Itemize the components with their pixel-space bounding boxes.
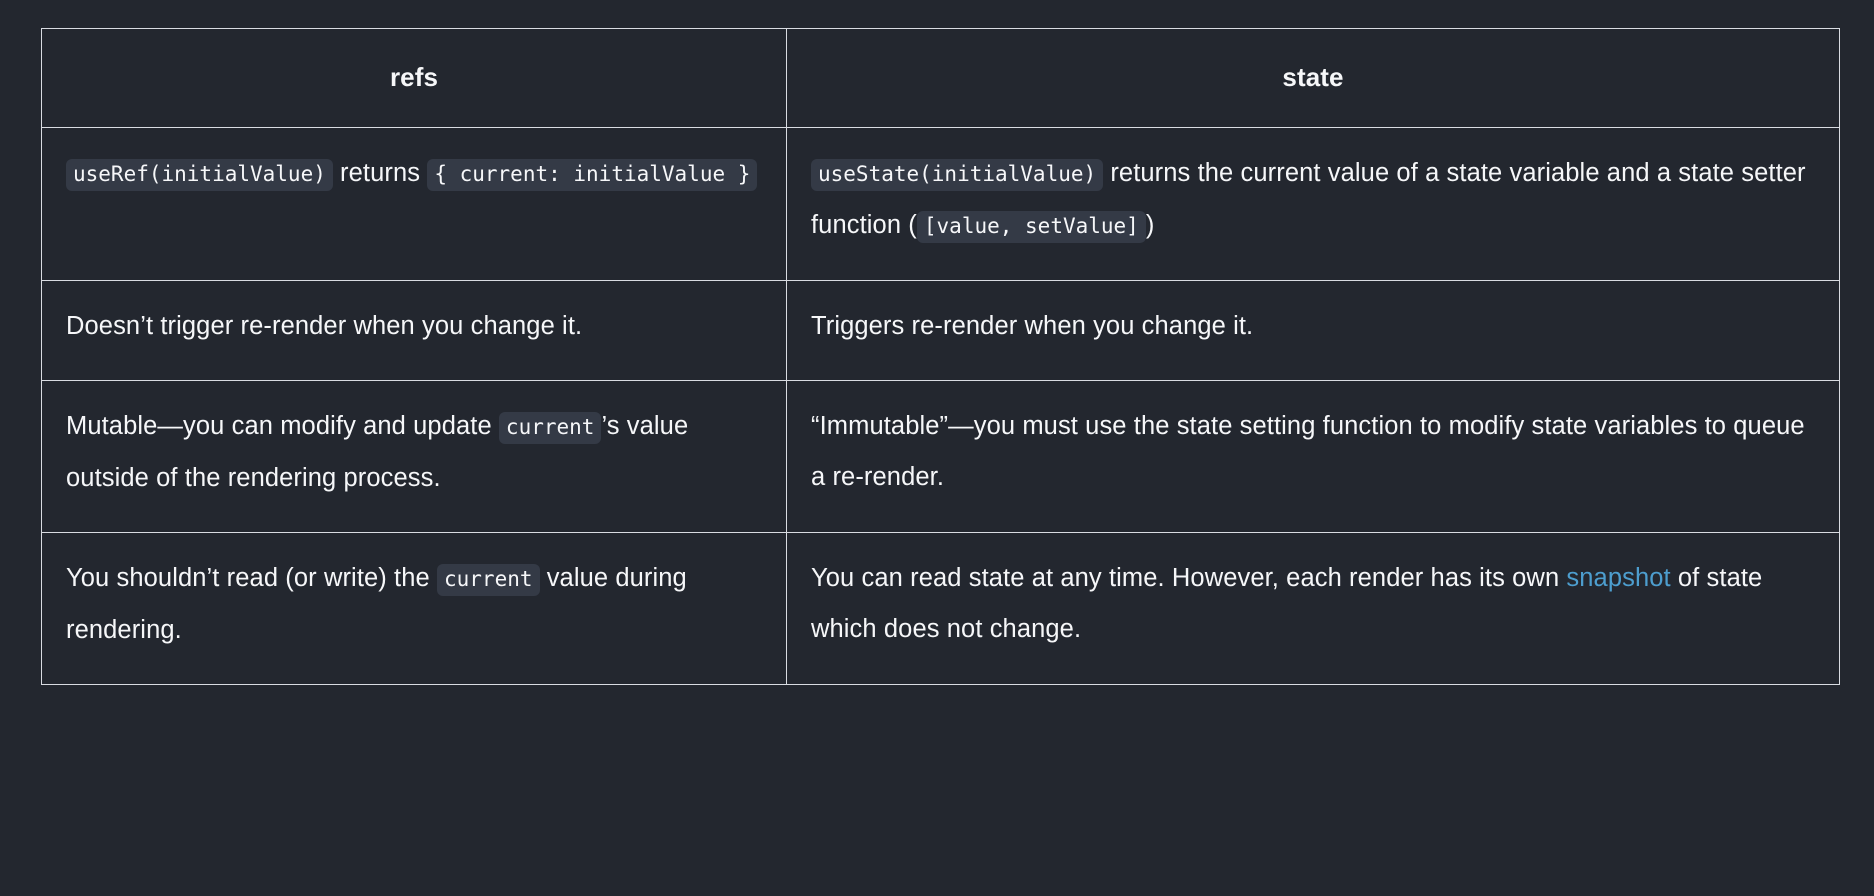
cell-refs-signature: useRef(initialValue) returns { current: … bbox=[41, 127, 787, 281]
table-body: useRef(initialValue) returns { current: … bbox=[41, 127, 1840, 685]
cell-text: its own bbox=[1479, 564, 1567, 592]
cell-text-tail: ’s value outside of the rendering proces… bbox=[66, 412, 689, 492]
code-chip-current: current bbox=[437, 564, 540, 596]
comparison-table-container: refs state useRef(initialValue) returns … bbox=[41, 28, 1840, 685]
cell-text: You shouldn’t read (or write) the bbox=[66, 564, 437, 592]
cell-text-tail: ) bbox=[1145, 211, 1155, 239]
code-chip-current-object: { current: initialValue } bbox=[427, 159, 758, 191]
cell-text-tail: value during rendering. bbox=[66, 564, 687, 644]
cell-text: returns bbox=[332, 159, 428, 187]
table-row: You shouldn’t read (or write) the curren… bbox=[41, 532, 1840, 685]
cell-state-mutability: “Immutable”—you must use the state setti… bbox=[786, 380, 1840, 533]
table-row: Mutable—you can modify and update curren… bbox=[41, 380, 1840, 533]
cell-state-rerender: Triggers re-render when you change it. bbox=[786, 280, 1840, 381]
column-header-refs: refs bbox=[41, 28, 787, 128]
cell-refs-rerender: Doesn’t trigger re-render when you chang… bbox=[41, 280, 787, 381]
cell-refs-reading: You shouldn’t read (or write) the curren… bbox=[41, 532, 787, 685]
cell-text: Mutable—you can modify and update bbox=[66, 412, 499, 440]
cell-text: “Immutable”—you must use the state setti… bbox=[811, 412, 1805, 491]
cell-text: Doesn’t trigger re-render when you chang… bbox=[66, 312, 583, 340]
cell-text: returns the current value of a state var… bbox=[811, 159, 1806, 239]
table-header-row: refs state bbox=[41, 28, 1840, 128]
code-chip-usestate: useState(initialValue) bbox=[811, 159, 1104, 191]
cell-text: You can read state at any time. However,… bbox=[811, 564, 1480, 592]
column-header-state: state bbox=[786, 28, 1840, 128]
table-header: refs state bbox=[41, 28, 1840, 128]
code-chip-value-setvalue: [value, setValue] bbox=[916, 211, 1146, 243]
cell-refs-mutability: Mutable—you can modify and update curren… bbox=[41, 380, 787, 533]
code-chip-useref: useRef(initialValue) bbox=[66, 159, 333, 191]
cell-state-signature: useState(initialValue) returns the curre… bbox=[786, 127, 1840, 281]
table-row: useRef(initialValue) returns { current: … bbox=[41, 127, 1840, 281]
cell-text-tail: of state which does not change. bbox=[811, 564, 1763, 643]
cell-text: Triggers re-render when you change it. bbox=[811, 312, 1254, 340]
cell-state-reading: You can read state at any time. However,… bbox=[786, 532, 1840, 685]
code-chip-current: current bbox=[498, 412, 602, 444]
snapshot-link[interactable]: snapshot bbox=[1566, 564, 1671, 592]
refs-vs-state-table: refs state useRef(initialValue) returns … bbox=[41, 28, 1840, 685]
table-row: Doesn’t trigger re-render when you chang… bbox=[41, 280, 1840, 381]
